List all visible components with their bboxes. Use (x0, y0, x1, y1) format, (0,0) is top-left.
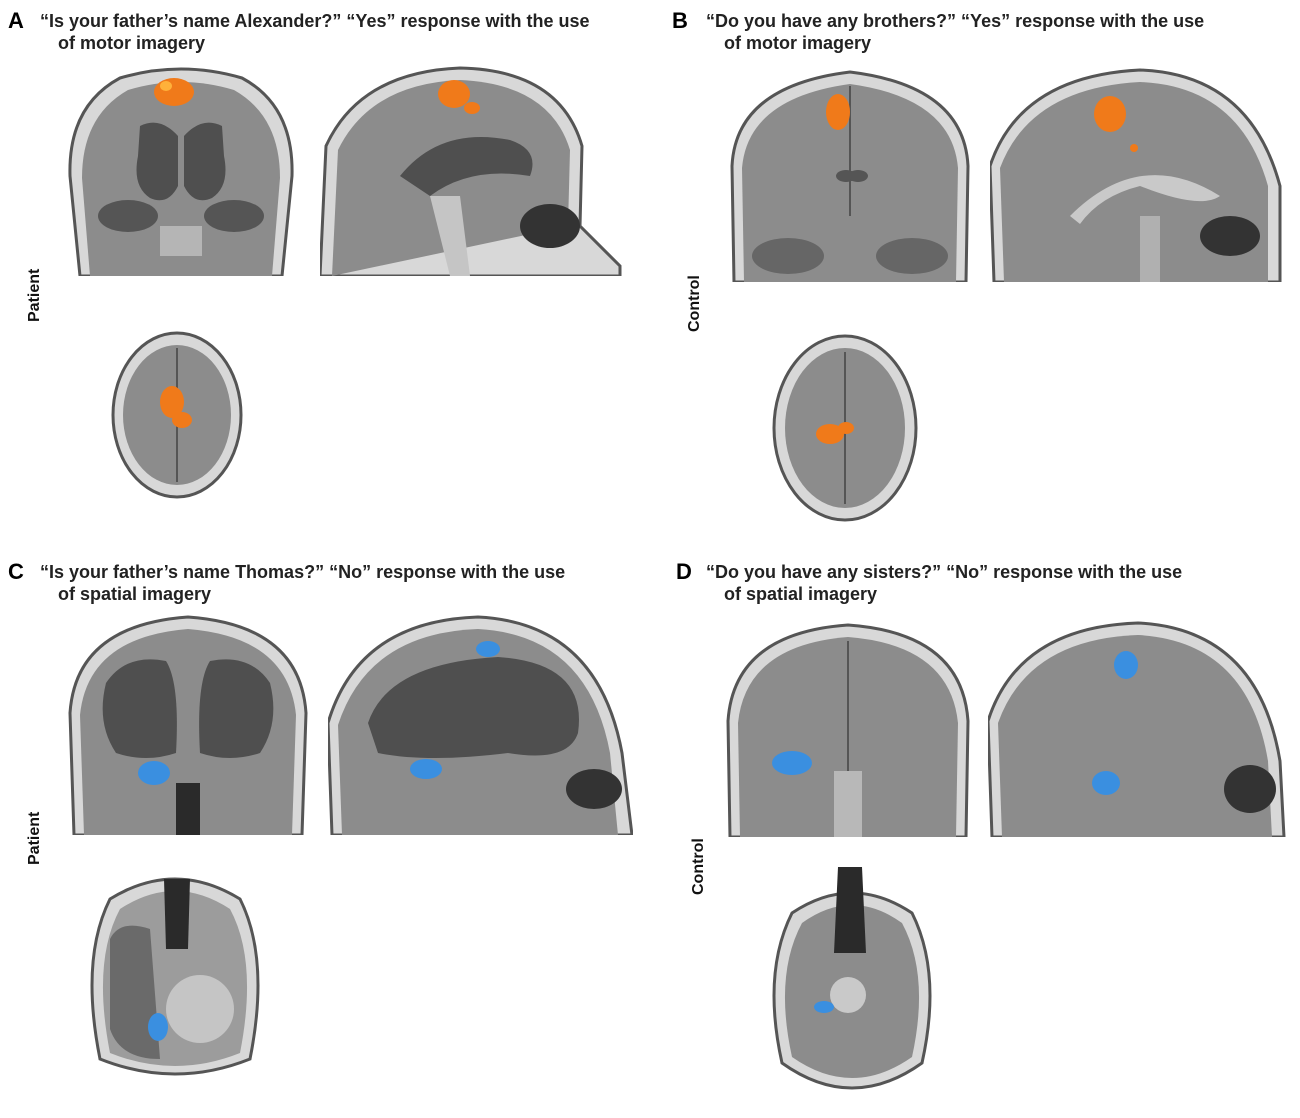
coronal-brain-scan (68, 615, 308, 835)
caption-line-1: “Is your father’s name Alexander?” “Yes”… (40, 11, 590, 31)
panel-letter: B (672, 8, 688, 33)
sagittal-brain-scan (328, 615, 633, 835)
panel-b: B “Do you have any brothers?” “Yes” resp… (650, 0, 1300, 559)
panel-caption: “Is your father’s name Thomas?” “No” res… (40, 561, 565, 605)
activation-blob (148, 1013, 168, 1041)
activation-blob (826, 94, 850, 130)
activation-blob (814, 1001, 834, 1013)
subject-label: Patient (26, 811, 43, 865)
sagittal-brain-scan (320, 66, 630, 276)
panel-caption: “Do you have any sisters?” “No” response… (706, 561, 1182, 605)
panel-d: D “Do you have any sisters?” “No” respon… (650, 559, 1300, 1118)
caption-line-1: “Do you have any brothers?” “Yes” respon… (706, 11, 1205, 31)
panel-letter: A (8, 8, 24, 33)
caption-line-2: of motor imagery (724, 33, 872, 53)
axial-brain-scan (111, 331, 243, 499)
panel-letter: C (8, 559, 24, 584)
activation-blob (438, 80, 470, 108)
subject-label: Control (686, 275, 703, 332)
coronal-brain-scan (726, 623, 970, 837)
activation-blob (476, 641, 500, 657)
activation-blob (772, 751, 812, 775)
sagittal-brain-scan (988, 621, 1286, 837)
activation-blob (1114, 651, 1138, 679)
axial-brain-scan (772, 334, 918, 522)
coronal-brain-scan (60, 66, 302, 276)
caption-line-1: “Do you have any sisters?” “No” response… (706, 562, 1183, 582)
activation-blob (138, 761, 170, 785)
caption-line-2: of spatial imagery (58, 584, 212, 604)
activation-blob (154, 78, 194, 106)
caption-line-2: of spatial imagery (724, 584, 878, 604)
panel-caption: “Is your father’s name Alexander?” “Yes”… (40, 10, 590, 54)
panel-a: A “Is your father’s name Alexander?” “Ye… (0, 0, 650, 559)
caption-line-2: of motor imagery (58, 33, 206, 53)
axial-brain-scan (772, 867, 932, 1090)
panel-caption: “Do you have any brothers?” “Yes” respon… (706, 10, 1204, 54)
caption-line-1: “Is your father’s name Thomas?” “No” res… (40, 562, 566, 582)
axial-brain-scan (90, 877, 260, 1076)
sagittal-brain-scan (990, 68, 1282, 282)
coronal-brain-scan (730, 70, 970, 282)
subject-label: Patient (26, 268, 43, 322)
activation-blob (160, 386, 184, 418)
activation-blob (1094, 96, 1126, 132)
panel-letter: D (676, 559, 692, 584)
subject-label: Control (690, 838, 707, 895)
panel-c: C “Is your father’s name Thomas?” “No” r… (0, 559, 650, 1118)
activation-blob (816, 424, 844, 444)
